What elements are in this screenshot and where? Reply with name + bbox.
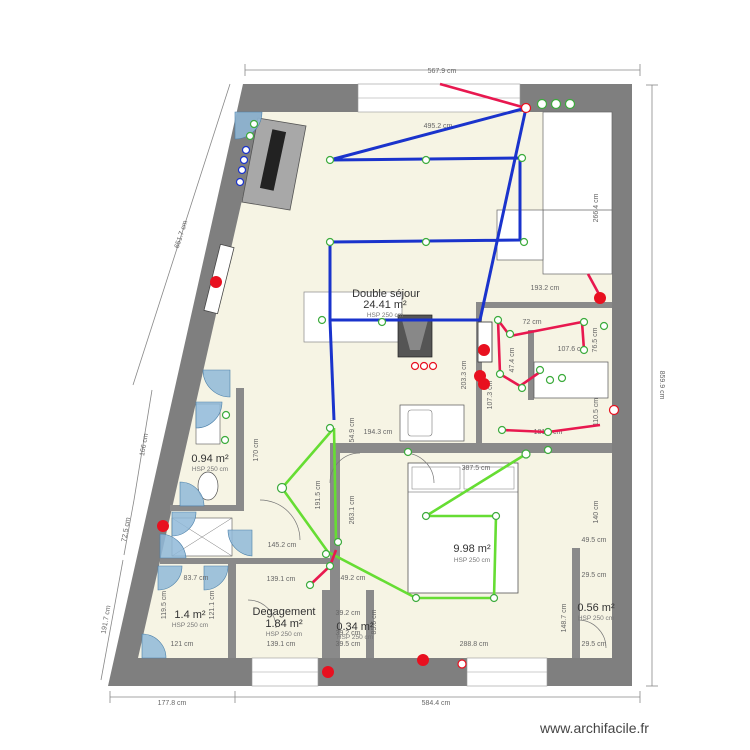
- archifacile-credit: www.archifacile.fr: [540, 720, 649, 736]
- outlets: [157, 276, 606, 678]
- wall-wc-right: [236, 388, 244, 508]
- dim-c22: 85.6 cm: [371, 609, 378, 634]
- room-right-small-hsp: HSP 250 cm: [578, 615, 614, 622]
- wall-right-small: [572, 548, 580, 658]
- room-sejour-hsp: HSP 250 cm: [367, 312, 403, 319]
- dim-c24: 119.5 cm: [161, 591, 168, 619]
- dim-c3: 170 cm: [253, 438, 260, 461]
- wall-sdb-right: [228, 564, 236, 658]
- dim-right-total: 859.9 cm: [658, 371, 665, 400]
- room-sdb-hsp: HSP 250 cm: [172, 622, 208, 629]
- wall-corridor: [330, 443, 612, 453]
- dim-c18: 83.7 cm: [184, 575, 209, 582]
- dim-left-diagonal: 651.7 cm: [174, 220, 190, 250]
- dim-c8: 49.5 cm: [582, 537, 607, 544]
- wall-wc-bottom: [170, 505, 244, 511]
- boiler: [477, 321, 493, 363]
- outlet-left-wall: [210, 276, 222, 288]
- dim-c19: 121.1 cm: [209, 590, 216, 619]
- outlet-bottom-1: [322, 666, 334, 678]
- dim-sofa: 266.4 cm: [593, 193, 600, 222]
- room-chambre-hsp: HSP 250 cm: [454, 557, 490, 564]
- room-placard-hsp: HSP 250 cm: [337, 634, 373, 641]
- outlet-bottom-2: [417, 654, 429, 666]
- room-degagement-area: 1.84 m²: [265, 618, 303, 630]
- dim-c9: 145.2 cm: [268, 542, 297, 549]
- outer-dimension-lines: [100, 64, 658, 703]
- dim-c17: 121 cm: [171, 641, 194, 648]
- dim-c13: 39.5 cm: [336, 641, 361, 648]
- dim-c5: 191.5 cm: [315, 480, 322, 509]
- room-wc-area: 0.94 m²: [191, 453, 229, 465]
- dim-c2: 54.9 cm: [349, 417, 356, 442]
- dim-bottom-left: 177.8 cm: [158, 700, 187, 707]
- room-chambre-area: 9.98 m²: [453, 543, 491, 555]
- wall-placard-left: [322, 590, 330, 658]
- wall-placard-right: [366, 590, 374, 658]
- wall-kitchen-top: [476, 302, 612, 308]
- room-sdb-area: 1.4 m²: [174, 609, 206, 621]
- room-sejour-name: Double séjour: [352, 288, 420, 300]
- dimension-labels: 567.9 cm 495.2 cm 859.9 cm 651.7 cm 166 …: [101, 68, 665, 707]
- dim-c7: 140 cm: [593, 500, 600, 523]
- outlet-kitchen-3: [478, 378, 490, 390]
- dim-left-seg-3: 191.7 cm: [101, 605, 113, 635]
- wall-sdb-top: [160, 558, 336, 564]
- room-right-small-area: 0.56 m²: [577, 602, 615, 614]
- dim-c12: 39.2 cm: [336, 610, 361, 617]
- sockets: [220, 98, 620, 669]
- dim-k1: 72 cm: [522, 319, 541, 326]
- outlet-kitchen-1: [478, 344, 490, 356]
- dim-c23: 29.5 cm: [582, 641, 607, 648]
- room-labels: Double séjour 24.41 m² HSP 250 cm 0.94 m…: [172, 288, 615, 641]
- outlet-shower: [157, 520, 169, 532]
- room-degagement-name: Degagement: [253, 606, 316, 618]
- green-circuit: [280, 427, 527, 600]
- sofa: [542, 111, 613, 275]
- room-wc-hsp: HSP 250 cm: [192, 466, 228, 473]
- bath-fixtures: [141, 111, 263, 659]
- room-sejour-area: 24.41 m²: [363, 299, 407, 311]
- room-placard-area: 0.34 m²: [336, 621, 374, 633]
- dim-top-inner: 495.2 cm: [424, 123, 453, 130]
- dim-k3: 76.5 cm: [592, 327, 599, 352]
- dim-c20: 139.1 cm: [267, 641, 296, 648]
- dim-top-total: 567.9 cm: [428, 68, 457, 75]
- dim-c15: 148.7 cm: [561, 603, 568, 632]
- dim-left-seg-1: 166 cm: [139, 433, 150, 457]
- dim-k2: 107.6 cm: [558, 346, 587, 353]
- dim-k6: 203.3 cm: [461, 360, 468, 389]
- dim-kitchen-top: 193.2 cm: [531, 285, 560, 292]
- dim-c16: 29.5 cm: [582, 572, 607, 579]
- dim-k7: 110.5 cm: [593, 398, 600, 426]
- dim-c10: 139.1 cm: [267, 576, 296, 583]
- dim-c1: 194.3 cm: [364, 429, 393, 436]
- kitchen-appliance: [533, 361, 609, 399]
- dim-c6: 263.1 cm: [349, 495, 356, 524]
- room-degagement-hsp: HSP 250 cm: [266, 631, 302, 638]
- wall-kitchen-inner: [528, 330, 534, 400]
- outlet-top-right: [594, 292, 606, 304]
- dim-bottom-right: 584.4 cm: [422, 700, 451, 707]
- dim-k5: 107.3 cm: [487, 380, 494, 409]
- toilet: [197, 471, 219, 501]
- dim-c11: 49.2 cm: [341, 575, 366, 582]
- dim-c14: 288.8 cm: [460, 641, 489, 648]
- dim-left-seg-2: 72.5 cm: [121, 517, 132, 543]
- dim-c4: 387.5 cm: [462, 465, 491, 472]
- dim-c21: 39.2 cm: [336, 630, 361, 637]
- dim-k4: 47.4 cm: [509, 347, 516, 372]
